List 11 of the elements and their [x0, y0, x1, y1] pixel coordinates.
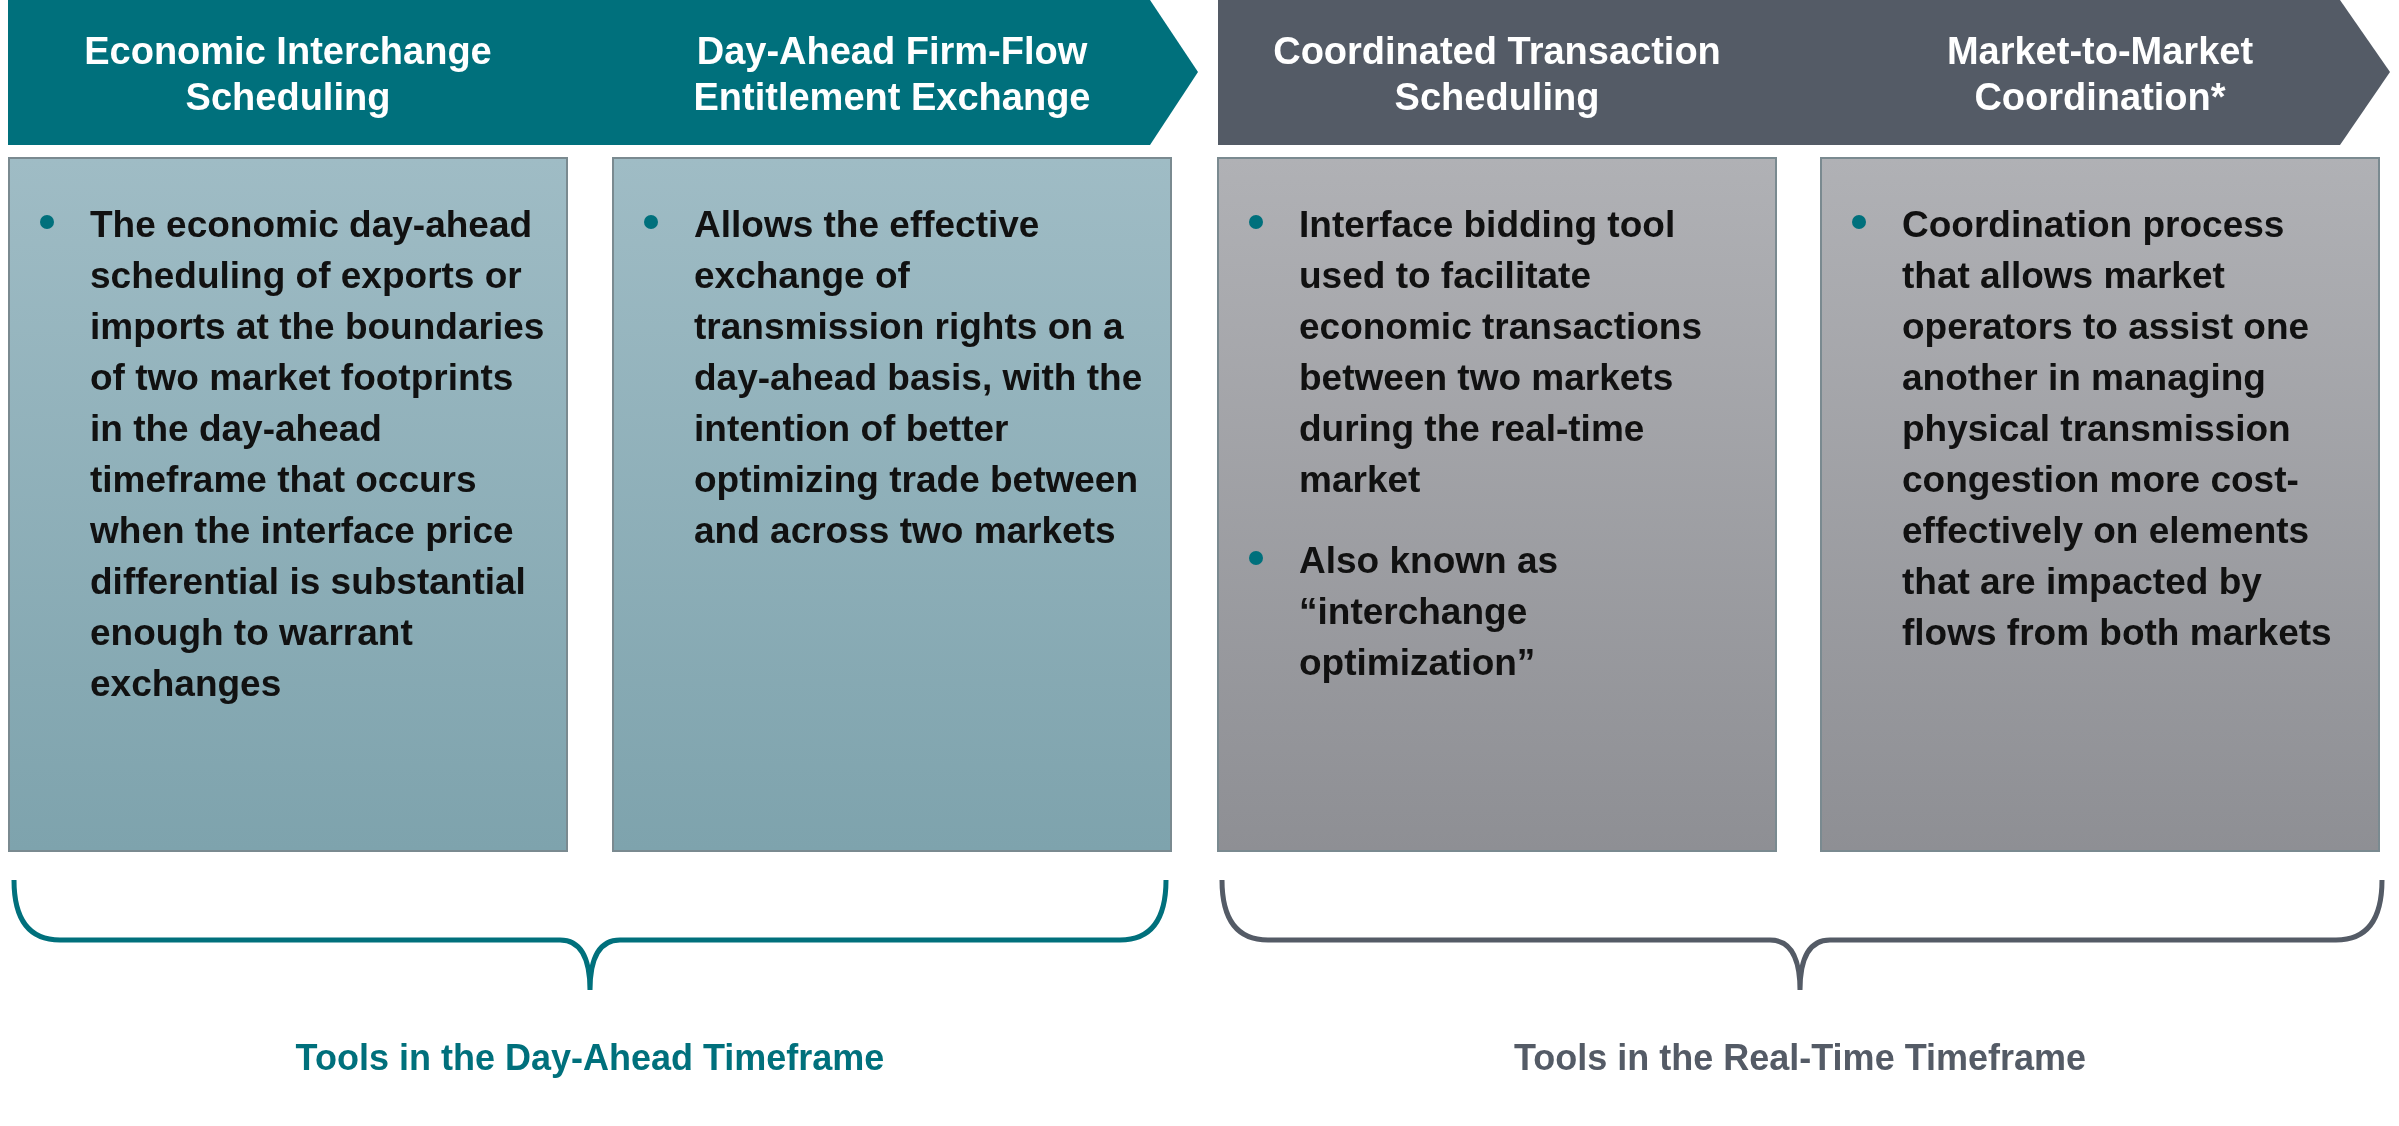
column-heading: Economic Interchange Scheduling — [83, 29, 493, 120]
bullet-text: The economic day-ahead scheduling of exports or imports at the boundaries of two market footprints in the day-ahead timeframe that occurs when the interface price differential is substantial enough to warrant exchanges — [90, 204, 545, 704]
bullet-text: Allows the effective exchange of transmission rights on a day-ahead basis, with the intention of better optimizing trade between and across two markets — [694, 204, 1143, 551]
group-label: Tools in the Real-Time Timeframe — [1513, 1037, 2087, 1078]
bullet-text: Interface bidding tool used to facilitate economic transactions between two markets during the real-time market — [1299, 204, 1702, 500]
bullet-text: Also known as “interchange optimization” — [1299, 540, 1559, 683]
column-heading: Day-Ahead Firm-Flow Entitlement Exchange — [692, 29, 1092, 120]
group-label: Tools in the Day-Ahead Timeframe — [295, 1037, 885, 1078]
column-heading: Market-to-Market Coordination* — [1945, 29, 2255, 120]
bullet-text: Coordination process that allows market operators to assist one another in managing physical transmission congestion more cost-effectively on elements that are impacted by flows from both markets — [1902, 204, 2332, 653]
column-heading: Coordinated Transaction Scheduling — [1272, 29, 1722, 120]
